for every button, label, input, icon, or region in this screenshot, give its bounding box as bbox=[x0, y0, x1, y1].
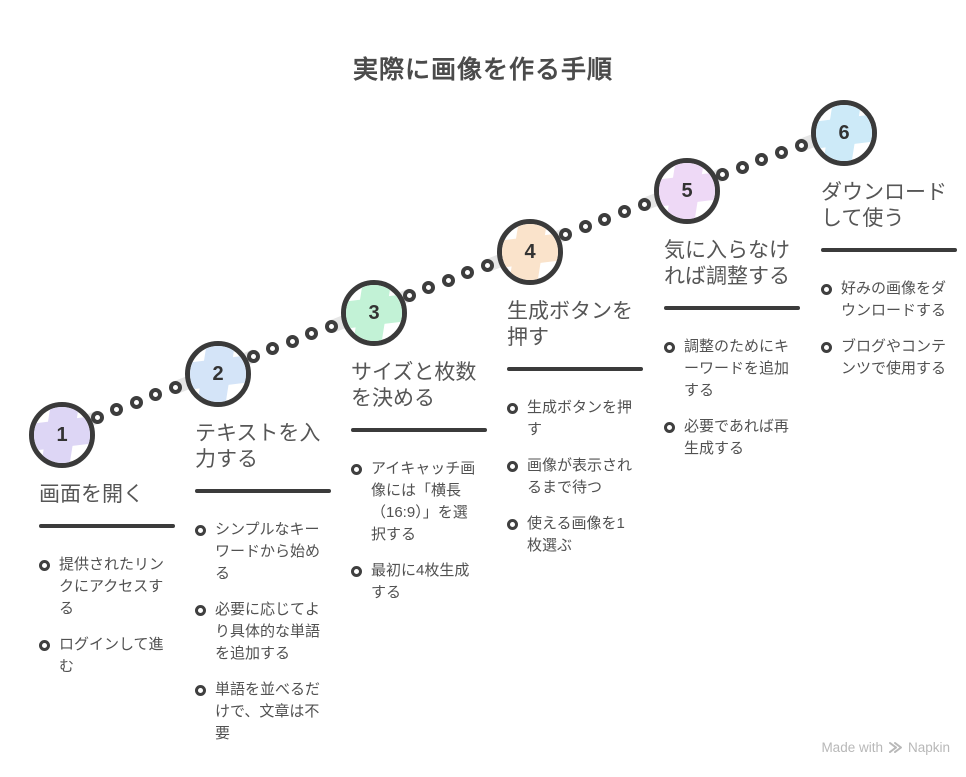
step-number: 1 bbox=[56, 423, 68, 446]
bullet-item: 提供されたリンクにアクセスする bbox=[39, 554, 168, 620]
bullet-dot-icon bbox=[39, 640, 50, 651]
bullet-dot-icon bbox=[507, 403, 518, 414]
bullet-dot-icon bbox=[195, 605, 206, 616]
step-title: サイズと枚数を決める bbox=[351, 361, 477, 410]
step-divider bbox=[351, 428, 487, 432]
step-number: 2 bbox=[212, 362, 224, 385]
bullet-item: 最初に4枚生成する bbox=[351, 560, 480, 604]
bullet-dot-icon bbox=[39, 560, 50, 571]
connector-dot bbox=[735, 160, 749, 174]
step-number: 5 bbox=[681, 179, 693, 202]
bullet-item: アイキャッチ画像には「横長（16:9）」を選択する bbox=[351, 458, 480, 546]
step-bullet-list: 生成ボタンを押す 画像が表示されるまで待つ 使える画像を1枚選ぶ bbox=[507, 397, 636, 557]
step-divider bbox=[195, 489, 331, 493]
bullet-dot-icon bbox=[351, 566, 362, 577]
connector-dot bbox=[422, 281, 436, 295]
bullet-dot-icon bbox=[507, 461, 518, 472]
bullet-dot-icon bbox=[195, 685, 206, 696]
step-bullet-list: アイキャッチ画像には「横長（16:9）」を選択する 最初に4枚生成する bbox=[351, 458, 480, 604]
bullet-dot-icon bbox=[195, 525, 206, 536]
bullet-item: 単語を並べるだけで、文章は不要 bbox=[195, 679, 324, 745]
step-6-circle: 6 bbox=[811, 100, 877, 166]
step-5-circle: 5 bbox=[654, 158, 720, 224]
connector-dot bbox=[480, 258, 494, 272]
bullet-item: 必要に応じてより具体的な単語を追加する bbox=[195, 599, 324, 665]
connector-dot bbox=[285, 334, 299, 348]
bullet-dot-icon bbox=[821, 342, 832, 353]
step-divider bbox=[821, 248, 957, 252]
connector-dot bbox=[461, 266, 475, 280]
bullet-dot-icon bbox=[664, 342, 675, 353]
bullet-item: ブログやコンテンツで使用する bbox=[821, 336, 950, 380]
step-title: ダウンロードして使う bbox=[821, 181, 947, 230]
step-number: 4 bbox=[524, 240, 536, 263]
step-4: 4 生成ボタンを押す 生成ボタンを押す 画像が表示されるまで待つ 使える画像を1… bbox=[497, 219, 643, 557]
bullet-dot-icon bbox=[664, 422, 675, 433]
step-2: 2 テキストを入力する シンプルなキーワードから始める 必要に応じてより具体的な… bbox=[185, 341, 331, 745]
step-bullet-list: シンプルなキーワードから始める 必要に応じてより具体的な単語を追加する 単語を並… bbox=[195, 519, 324, 745]
bullet-dot-icon bbox=[821, 284, 832, 295]
step-3-circle: 3 bbox=[341, 280, 407, 346]
step-divider bbox=[39, 524, 175, 528]
step-number: 6 bbox=[838, 121, 850, 144]
step-bullet-list: 好みの画像をダウンロードする ブログやコンテンツで使用する bbox=[821, 278, 950, 380]
connector-dot bbox=[90, 411, 104, 425]
step-title: テキストを入力する bbox=[195, 422, 321, 471]
connector-dot bbox=[129, 395, 143, 409]
bullet-dot-icon bbox=[507, 519, 518, 530]
connector-dot bbox=[266, 342, 280, 356]
step-1-circle: 1 bbox=[29, 402, 95, 468]
connector-dot bbox=[559, 228, 573, 242]
step-4-circle: 4 bbox=[497, 219, 563, 285]
connector-dot bbox=[716, 167, 730, 181]
made-with-napkin-badge: Made with Napkin bbox=[821, 740, 950, 755]
bullet-item: シンプルなキーワードから始める bbox=[195, 519, 324, 585]
step-number: 3 bbox=[368, 301, 380, 324]
step-title: 画面を開く bbox=[39, 483, 144, 506]
diagram-title: 実際に画像を作る手順 bbox=[352, 56, 613, 84]
step-1: 1 画面を開く 提供されたリンクにアクセスする ログインして進む bbox=[29, 402, 175, 678]
step-3: 3 サイズと枚数を決める アイキャッチ画像には「横長（16:9）」を選択する 最… bbox=[341, 280, 487, 604]
step-6: 6 ダウンロードして使う 好みの画像をダウンロードする ブログやコンテンツで使用… bbox=[811, 100, 957, 380]
bullet-dot-icon bbox=[351, 464, 362, 475]
step-title: 生成ボタンを押す bbox=[507, 300, 633, 349]
connector-dot bbox=[324, 319, 338, 333]
bullet-item: 好みの画像をダウンロードする bbox=[821, 278, 950, 322]
brand-label: Napkin bbox=[907, 740, 950, 755]
connector-dot bbox=[775, 146, 789, 160]
bullet-item: 必要であれば再生成する bbox=[664, 416, 793, 460]
step-2-circle: 2 bbox=[185, 341, 251, 407]
connector-dot bbox=[305, 327, 319, 341]
step-divider bbox=[507, 367, 643, 371]
step-5: 5 気に入らなければ調整する 調整のためにキーワードを追加する 必要であれば再生… bbox=[654, 158, 800, 460]
connector-dot bbox=[618, 205, 632, 219]
bullet-item: 使える画像を1枚選ぶ bbox=[507, 513, 636, 557]
step-divider bbox=[664, 306, 800, 310]
connector-dot bbox=[168, 380, 182, 394]
connector-dot bbox=[794, 138, 808, 152]
connector-dot bbox=[149, 388, 163, 402]
connector-dot bbox=[402, 289, 416, 303]
bullet-item: ログインして進む bbox=[39, 634, 168, 678]
connector-dot bbox=[598, 212, 612, 226]
bullet-item: 画像が表示されるまで待つ bbox=[507, 455, 636, 499]
connector-dot bbox=[637, 197, 651, 211]
step-bullet-list: 提供されたリンクにアクセスする ログインして進む bbox=[39, 554, 168, 678]
connector-dot bbox=[578, 220, 592, 234]
step-title: 気に入らなければ調整する bbox=[664, 239, 790, 288]
connector-dot bbox=[441, 273, 455, 287]
bullet-item: 調整のためにキーワードを追加する bbox=[664, 336, 793, 402]
made-with-label: Made with bbox=[821, 740, 883, 755]
bullet-item: 生成ボタンを押す bbox=[507, 397, 636, 441]
connector-dot bbox=[755, 153, 769, 167]
napkin-logo-icon bbox=[888, 742, 902, 753]
connector-dot bbox=[246, 350, 260, 364]
step-bullet-list: 調整のためにキーワードを追加する 必要であれば再生成する bbox=[664, 336, 793, 460]
connector-dot bbox=[110, 403, 124, 417]
